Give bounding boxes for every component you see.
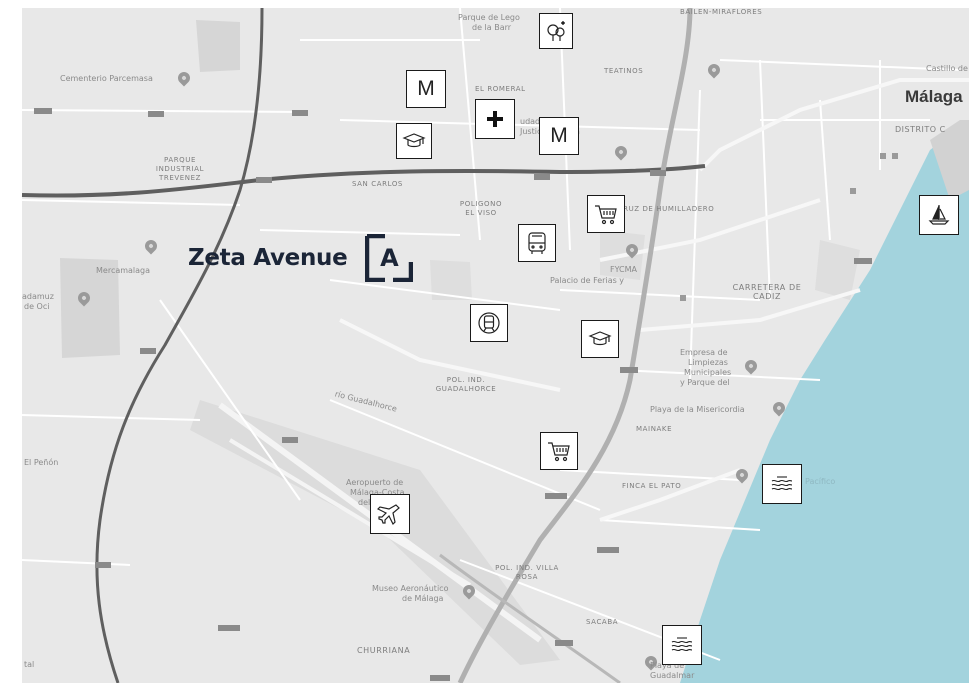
poi-label: de Málaga	[402, 594, 444, 603]
minor-roads	[21, 7, 961, 661]
brand-name: Zeta Avenue	[188, 245, 348, 271]
train-icon[interactable]	[470, 304, 508, 342]
shopping-cart-icon[interactable]	[587, 195, 625, 233]
shopping-cart-icon[interactable]	[540, 432, 578, 470]
marker	[892, 153, 898, 159]
sailing-icon[interactable]	[919, 195, 959, 235]
district-label: CARRETERA DE CADIZ	[732, 283, 802, 301]
poi-label: Guadalmar	[650, 671, 695, 680]
marker	[850, 188, 856, 194]
district-label: BAILEN-MIRAFLORES	[680, 8, 763, 16]
metro-icon[interactable]: M	[406, 70, 446, 108]
poi-label: Municipales	[684, 368, 732, 377]
district-label: POL. IND. VILLA ROSA	[495, 564, 559, 581]
district-label: PARQUE INDUSTRIAL TREVENEZ	[155, 156, 205, 182]
education-icon[interactable]	[581, 320, 619, 358]
beach-icon[interactable]	[662, 625, 702, 665]
district-label: CHURRIANA	[357, 646, 411, 655]
marker	[680, 295, 686, 301]
road-shields	[34, 108, 872, 681]
land-block	[815, 240, 860, 300]
district-label: MAINAKE	[636, 425, 673, 433]
poi-label: FYCMA	[610, 265, 638, 274]
city-label: Málaga	[905, 87, 963, 106]
poi-label: Museo Aeronáutico	[372, 584, 449, 593]
poi-label: Playa de	[650, 661, 685, 670]
beach-icon[interactable]	[762, 464, 802, 504]
port	[930, 120, 969, 200]
brand-logo-letter: A	[380, 244, 399, 272]
district-label: FINCA EL PATO	[622, 482, 682, 490]
poi-label: Mercamalaga	[96, 266, 151, 275]
poi-label: Aeropuerto de	[346, 478, 404, 487]
airport-icon[interactable]	[370, 494, 410, 534]
district-label: SACABA	[586, 618, 619, 626]
district-label: POLIGONO EL VISO	[459, 200, 503, 217]
poi-label: adamuz	[22, 292, 54, 301]
land-block	[196, 20, 240, 72]
poi-label: y Parque del	[680, 378, 730, 387]
brand-logo-icon: A	[365, 234, 414, 282]
poi-label: Parque de Lego	[458, 13, 520, 22]
poi-label: Limpiezas	[688, 358, 728, 367]
education-icon[interactable]	[396, 123, 432, 159]
property-marker[interactable]: Zeta Avenue A	[188, 234, 414, 282]
bus-icon[interactable]	[518, 224, 556, 262]
marker	[880, 153, 886, 159]
land-block	[430, 260, 472, 300]
poi-label: tal	[24, 660, 35, 669]
poi-label: Pacífico	[805, 477, 836, 486]
park-icon[interactable]	[539, 13, 573, 49]
poi-label: Playa de la Misericordia	[650, 405, 745, 414]
district-label: SAN CARLOS	[352, 180, 403, 188]
district-label: EL ROMERAL	[475, 85, 526, 93]
poi-label: Empresa de	[680, 348, 728, 357]
poi-label: Cementerio Parcemasa	[60, 74, 153, 83]
metro-icon[interactable]: M	[539, 117, 579, 155]
land-block	[60, 258, 120, 358]
poi-label: El Peñón	[24, 458, 59, 467]
sea	[680, 120, 969, 683]
district-label: TEATINOS	[604, 67, 644, 75]
poi-label: de Oci	[24, 302, 50, 311]
district-label: CRUZ DE HUMILLADERO	[617, 205, 715, 213]
poi-label: Málaga-Costa	[350, 488, 405, 497]
district-label: POL. IND. GUADALHORCE	[435, 376, 497, 393]
poi-label: de la Barr	[472, 23, 512, 32]
poi-label: Palacio de Ferias y	[550, 276, 625, 285]
runway	[228, 438, 472, 587]
district-label: DISTRITO C	[895, 125, 946, 134]
medical-icon[interactable]	[475, 99, 515, 139]
poi-label: Castillo de G	[926, 64, 969, 73]
